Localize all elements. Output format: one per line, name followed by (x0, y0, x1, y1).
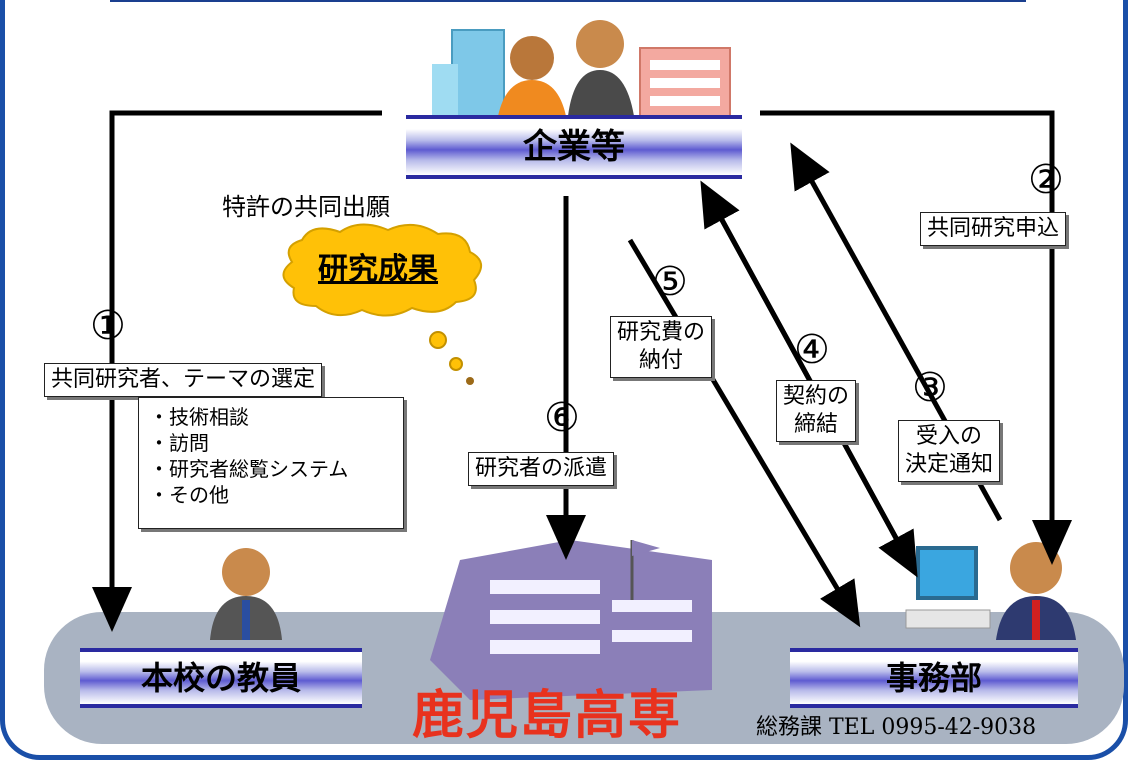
step-1-number: ① (90, 303, 126, 349)
step-1-label: 共同研究者、テーマの選定 (44, 363, 323, 397)
consult-item: ・その他 (149, 483, 229, 507)
step-6-label: 研究者の派遣 (468, 452, 615, 486)
node-teacher: 本校の教員 (80, 648, 362, 708)
company-illustration (432, 20, 731, 117)
step-4-number: ④ (794, 327, 830, 373)
arrow-2 (760, 110, 1072, 565)
school-building (430, 540, 712, 700)
step-5-line: 研究費の (617, 320, 706, 345)
node-office: 事務部 (790, 648, 1078, 708)
step-5-line: 納付 (639, 348, 684, 373)
step-2-label: 共同研究申込 (920, 212, 1067, 246)
step-5-number: ⑤ (652, 259, 688, 305)
arrow-lines (92, 110, 1072, 632)
step-5-label: 研究費の 納付 (610, 316, 713, 378)
contact-info: 総務課 TEL 0995-42-9038 (756, 715, 1037, 740)
node-school: 鹿児島高専 (412, 686, 683, 746)
node-company: 企業等 (406, 115, 742, 179)
step-4-line: 契約の (783, 384, 850, 409)
arrow-5 (627, 238, 861, 628)
arrow-4-back (707, 196, 918, 578)
step-4-line: 締結 (794, 412, 839, 437)
patent-text: 特許の共同出願 (222, 193, 390, 221)
consult-list: ・技術相談 ・訪問 ・研究者総覧システム ・その他 (138, 397, 404, 529)
step-3-line: 決定通知 (905, 452, 994, 477)
step-3-line: 受入の (916, 424, 983, 449)
arrow-1 (92, 110, 382, 632)
consult-item: ・技術相談 (149, 405, 249, 429)
cloud-text: 研究成果 (318, 252, 438, 287)
step-4-label: 契約の 締結 (776, 380, 857, 442)
consult-item: ・訪問 (149, 431, 209, 455)
research-results-cloud (282, 223, 482, 385)
office-staff-figure (905, 542, 1076, 640)
step-6-number: ⑥ (544, 395, 580, 441)
step-3-label: 受入の 決定通知 (898, 420, 1001, 482)
teacher-figure (210, 548, 282, 640)
top-divider (110, 0, 1026, 2)
step-2-number: ② (1028, 157, 1064, 203)
consult-item: ・研究者総覧システム (149, 457, 349, 481)
step-3-number: ③ (912, 365, 948, 411)
